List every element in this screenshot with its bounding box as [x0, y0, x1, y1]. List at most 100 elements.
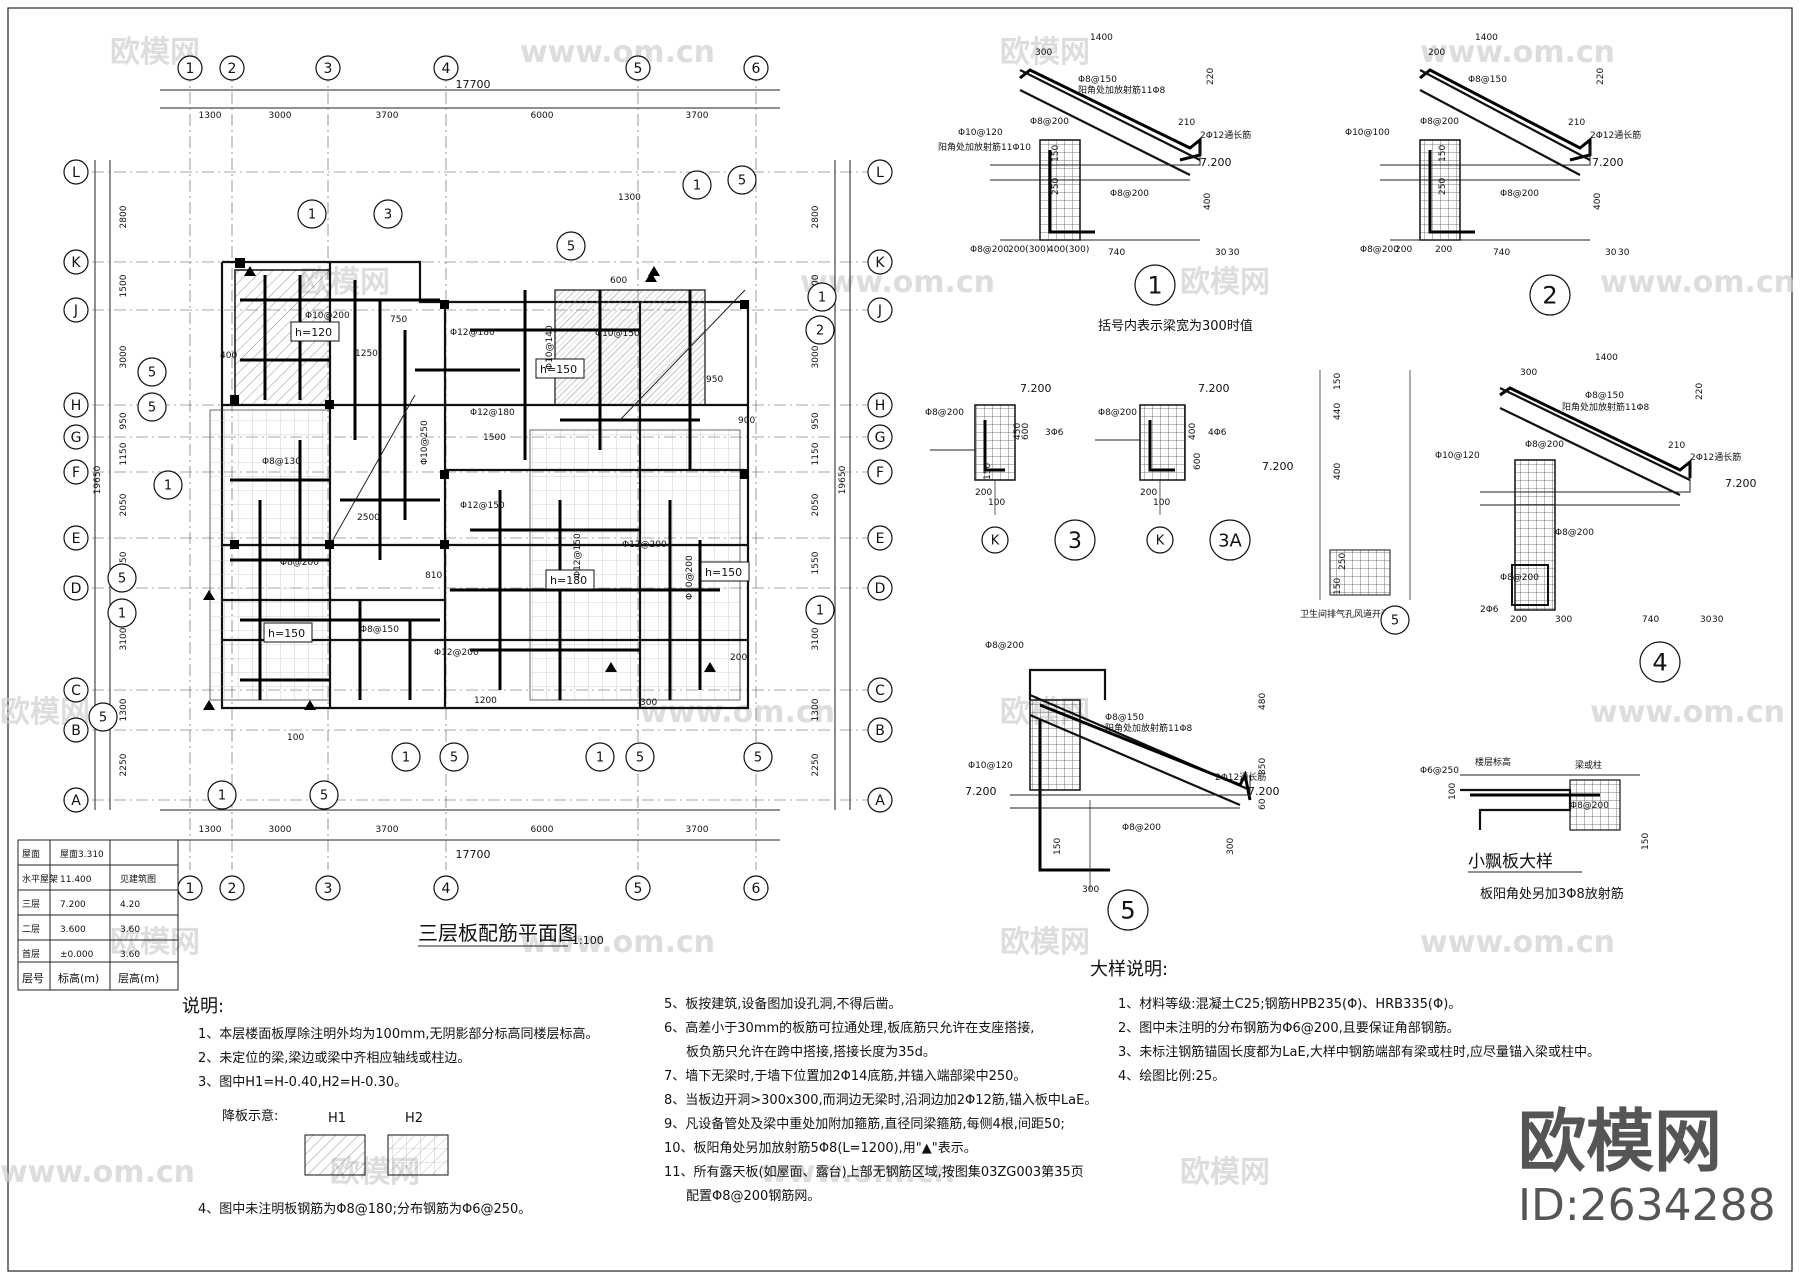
small-canopy-label: 楼层标高	[1475, 756, 1511, 768]
local-dim: 900	[738, 416, 755, 426]
axis-top-4: 4	[442, 61, 451, 77]
detail1-dim: 400	[1203, 193, 1213, 210]
notes-mid-item: 9、凡设备管处及梁中重处加附加箍筋,直径同梁箍筋,每侧4根,间距50;	[664, 1116, 1065, 1132]
detail2-dim: 740	[1493, 248, 1510, 258]
detail3-dim: 200	[975, 488, 992, 498]
axis-bottom-6-circle	[743, 875, 769, 901]
axis-top-2: 2	[228, 61, 237, 77]
detail3a-rebar: Φ8@200	[1098, 408, 1137, 418]
left-dim: 2800	[119, 205, 129, 228]
detail5-dim: 300	[1082, 885, 1099, 895]
bottom-dim: 3700	[376, 825, 399, 835]
notes-mid-item: 5、板按建筑,设备图加设孔洞,不得后凿。	[664, 996, 902, 1012]
axis-left-C: C	[71, 683, 81, 699]
elev-floor: 水平屋架	[22, 873, 58, 885]
detail1-dim: 400(300)	[1048, 245, 1089, 255]
watermark-text: www.om.cn	[1590, 695, 1785, 730]
detail-4-num: 4	[1652, 649, 1667, 677]
detail2-dim: 1400	[1475, 33, 1498, 43]
detail-5-num: 5	[1120, 897, 1135, 925]
detail-callout-circle	[625, 742, 655, 772]
small-canopy-label: 梁或柱	[1575, 759, 1602, 771]
axis-top-5-circle	[625, 55, 651, 81]
detail-callout-circle	[727, 165, 757, 195]
watermark-text: www.om.cn	[1420, 35, 1615, 70]
plan-title: 三层板配筋平面图	[418, 921, 578, 945]
rebar-label: Φ8@200	[280, 558, 319, 568]
elev-value: 屋面3.310	[60, 849, 104, 860]
detail3-axis-circle	[981, 526, 1009, 554]
axis-left-E: E	[72, 531, 81, 547]
detail-3-num-circle	[1054, 519, 1096, 561]
watermark-text: 欧模网	[1000, 35, 1090, 70]
detail3-dim: 600	[1021, 423, 1031, 440]
slab-thickness-label: h=180	[550, 574, 587, 587]
top-dim: 3700	[376, 111, 399, 121]
axis-top-6: 6	[752, 61, 761, 77]
top-dim: 3000	[269, 111, 292, 121]
detail-callout: 1	[118, 607, 126, 622]
detail5-dim: 480	[1258, 693, 1268, 710]
watermark-text: 欧模网	[110, 925, 200, 960]
detail-3	[930, 404, 1016, 515]
left-dim: 950	[119, 412, 129, 429]
axis-top-3-circle	[315, 55, 341, 81]
detail1-rebar: Φ8@150	[1078, 75, 1117, 85]
small-canopy-title: 小飘板大样	[1468, 852, 1553, 872]
detail-callout: 5	[738, 174, 746, 189]
detail2-dim: 200	[1395, 245, 1412, 255]
local-dim: 600	[610, 276, 627, 286]
rebar-label: Φ10@150	[595, 329, 640, 339]
local-dim: 300	[640, 698, 657, 708]
detail3a-axis-circle	[1146, 526, 1174, 554]
axis-right-F: F	[876, 465, 884, 481]
local-dim: 950	[706, 375, 723, 385]
detail2-rebar: Φ8@200	[1420, 117, 1459, 127]
bottom-dim: 6000	[531, 825, 554, 835]
detail5-dim: 150	[1053, 838, 1063, 855]
detail3-dim: 150	[983, 463, 993, 480]
axis-top-2-circle	[219, 55, 245, 81]
detail1-dim: 30	[1215, 248, 1227, 258]
notes-right-title: 大样说明:	[1090, 959, 1168, 980]
detail4-dim: 400	[1333, 463, 1343, 480]
right-dim: 1550	[811, 551, 821, 574]
detail3-dim: 100	[988, 498, 1005, 508]
watermark-text: www.om.cn	[640, 695, 835, 730]
brand-logo: 欧模网	[1518, 1103, 1722, 1182]
axis-right-B: B	[875, 723, 885, 739]
detail3-dim: 450	[1013, 423, 1023, 440]
detail-4-num-circle	[1639, 641, 1681, 683]
axis-right-D: D	[875, 581, 886, 597]
elev-value: 3.600	[60, 925, 86, 935]
left-dim: 2050	[119, 493, 129, 516]
detail2-elev: 7.200	[1592, 156, 1624, 169]
notes-mid-item: 板负筋只允许在跨中搭接,搭接长度为35d。	[686, 1044, 936, 1060]
detail-callout: 5	[754, 751, 762, 766]
axis-left-A: A	[71, 793, 81, 809]
detail3a-axis: K	[1156, 534, 1165, 549]
elev-header-height: 层高(m)	[118, 971, 159, 985]
detail2-dim: 200	[1428, 48, 1445, 58]
detail4-dim: 300	[1520, 368, 1537, 378]
axis-left-J-circle	[63, 297, 89, 323]
detail5-rebar: Φ8@200	[985, 641, 1024, 651]
axis-left-B-circle	[63, 717, 89, 743]
axis-bottom-2-circle	[219, 875, 245, 901]
bottom-dim: 3000	[269, 825, 292, 835]
detail-1-num: 1	[1147, 272, 1162, 300]
detail4-rebar: Φ8@150	[1585, 391, 1624, 401]
axis-left-F-circle	[63, 459, 89, 485]
local-dim: 1500	[483, 433, 506, 443]
detail1-rebar: Φ8@200	[970, 245, 1009, 255]
detail-callout-circle	[439, 742, 469, 772]
rebar-label: Φ12@180	[470, 408, 515, 418]
axis-left-K-circle	[63, 249, 89, 275]
elev-floor: 三层	[22, 899, 40, 910]
detail4-dim: 150	[1333, 578, 1343, 595]
legend-h1: H1	[328, 1111, 346, 1126]
detail-callout-circle	[743, 742, 773, 772]
local-dim: 200	[730, 653, 747, 663]
detail3a-elev: 7.200	[1198, 382, 1230, 395]
detail4-dim: 220	[1695, 383, 1705, 400]
